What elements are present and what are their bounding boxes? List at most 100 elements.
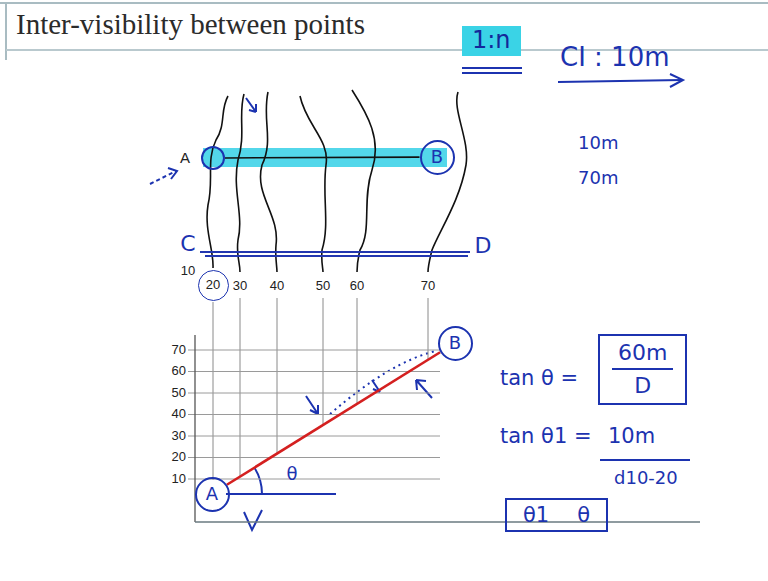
profile-grid	[188, 393, 440, 394]
contour-line	[352, 90, 375, 272]
contour-value: 10	[181, 264, 195, 279]
label-holder: 50	[172, 386, 186, 401]
profile-grid	[188, 414, 440, 415]
projection-line	[357, 298, 358, 404]
axis-value: 30	[172, 429, 186, 444]
contour-line	[428, 92, 467, 272]
profile-line	[227, 352, 440, 485]
label-holder: 40	[270, 279, 284, 294]
contour-value: 70	[421, 279, 435, 294]
projection-line	[277, 298, 278, 454]
contour-line	[300, 96, 326, 272]
label-holder: 10m	[608, 424, 655, 448]
contour-value: 60	[350, 279, 364, 294]
label-holder: tan θ1 =	[500, 424, 592, 448]
axis-value: 10	[172, 472, 186, 487]
node-text: B	[431, 147, 443, 168]
hand-mark	[330, 351, 436, 414]
line-end-name: D	[475, 233, 492, 258]
elevation-note: 70m	[578, 168, 618, 189]
label-holder: 10	[181, 264, 195, 279]
node-text: 20	[206, 278, 220, 293]
axis-value: 50	[172, 386, 186, 401]
profile-grid	[188, 350, 440, 351]
formula-text: d10-20	[614, 468, 678, 489]
hand-mark	[255, 468, 263, 494]
line-end-name: C	[180, 231, 195, 256]
label-holder: d10-20	[614, 468, 678, 489]
hand-mark	[558, 80, 682, 82]
projection-line	[323, 298, 324, 425]
node-text: 60m	[612, 340, 673, 370]
hand-mark	[416, 380, 432, 398]
label-holder: CI : 10m	[560, 43, 670, 73]
projection-line	[213, 298, 428, 480]
projection-line	[213, 302, 214, 480]
contour-line	[260, 92, 277, 272]
slide-title: Inter-visibility between points	[16, 8, 365, 41]
label-holder: 30	[233, 279, 247, 294]
contour-line	[207, 90, 467, 272]
station-circle: A	[201, 146, 225, 170]
section-line	[205, 255, 468, 257]
contour-value: 30	[233, 279, 247, 294]
label-holder: D	[475, 233, 492, 258]
label-holder: 70m	[578, 168, 618, 189]
contour-line	[236, 94, 244, 272]
fraction-box: 60mD	[598, 334, 687, 405]
label-holder: 10m	[578, 133, 618, 154]
ratio-highlight: 1:n	[462, 26, 521, 56]
contour-interval: CI : 10m	[560, 43, 670, 73]
formula-text: tan θ1 =	[500, 424, 592, 448]
hand-mark	[150, 68, 690, 530]
label-holder: 60	[172, 364, 186, 379]
section-line	[200, 252, 470, 256]
node-text: θ1	[523, 503, 549, 527]
axis-value: 20	[172, 450, 186, 465]
node-text: A	[180, 149, 190, 166]
label-holder: 30	[172, 429, 186, 444]
angle-box: θ1 θ	[505, 498, 608, 532]
label-holder: 10	[172, 472, 186, 487]
hand-mark	[244, 510, 262, 530]
profile-grid	[188, 436, 440, 437]
point-circle: B	[438, 326, 473, 361]
angle-symbol: θ	[286, 464, 297, 485]
label-holder: 50	[316, 279, 330, 294]
axis-value: 70	[172, 343, 186, 358]
circled-contour-value: 20	[198, 270, 229, 301]
hand-mark	[246, 98, 256, 112]
profile-grid	[188, 457, 440, 458]
node-subtext: D	[628, 370, 657, 398]
projection-line	[240, 298, 241, 477]
hand-mark	[462, 67, 522, 69]
label-holder: tan θ =	[500, 366, 578, 390]
hand-mark	[462, 72, 522, 74]
hand-mark	[226, 493, 336, 495]
hand-mark	[670, 74, 683, 87]
formula-text: 10m	[608, 424, 655, 448]
elevation-note: 10m	[578, 133, 618, 154]
node-subtext: θ	[577, 503, 590, 527]
section-line	[200, 251, 470, 253]
station-circle: B	[420, 140, 455, 175]
point-circle: A	[195, 477, 230, 512]
axis-value: 60	[172, 364, 186, 379]
formula-text: tan θ =	[500, 366, 578, 390]
profile-axis	[195, 335, 700, 522]
label-holder: 20	[172, 450, 186, 465]
node-text: 1:n	[472, 27, 511, 55]
contour-line	[207, 96, 228, 268]
slide-frame	[0, 2, 768, 4]
label-holder: 70	[172, 343, 186, 358]
label-holder: 70	[421, 279, 435, 294]
label-holder: 40	[172, 407, 186, 422]
hand-mark	[600, 459, 690, 461]
profile-axis	[195, 521, 700, 522]
node-text: A	[206, 484, 218, 505]
